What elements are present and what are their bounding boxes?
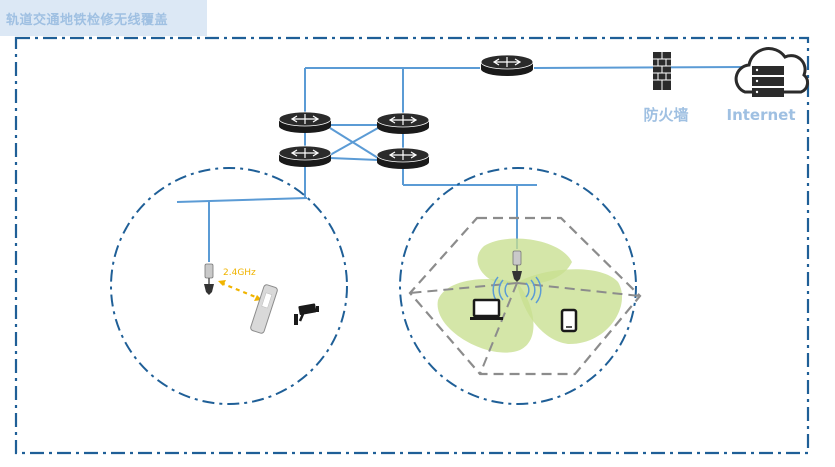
firewall-label: 防火墙 xyxy=(643,106,688,124)
handheld-terminal-icon xyxy=(250,284,278,334)
laptop-icon xyxy=(470,298,503,320)
sector-lines xyxy=(409,282,641,375)
wireless-link xyxy=(220,281,259,300)
core-router-icon xyxy=(480,54,534,77)
diagram-border xyxy=(14,36,810,455)
arrow-icon xyxy=(218,280,226,286)
right-coverage-zone xyxy=(399,167,637,405)
internet-label: Internet xyxy=(726,106,795,124)
frequency-label: 2.4GHz xyxy=(223,268,256,278)
router-icon xyxy=(278,111,332,134)
cloud-server-icon xyxy=(734,47,809,97)
camera-icon xyxy=(294,303,319,325)
left-coverage-zone xyxy=(110,167,348,405)
tablet-icon xyxy=(560,308,578,333)
hexagon-coverage-boundary xyxy=(408,216,642,376)
router-icon xyxy=(376,112,430,135)
title-tab: 轨道交通地铁检修无线覆盖 xyxy=(0,0,207,36)
router-icon xyxy=(376,147,430,170)
router-icon xyxy=(278,145,332,168)
coverage-areas xyxy=(437,238,623,353)
diagram-title: 轨道交通地铁检修无线覆盖 xyxy=(6,13,169,28)
access-point-icon xyxy=(203,263,215,296)
backbone-links xyxy=(304,66,746,198)
firewall-icon xyxy=(653,52,671,90)
left-zone-links xyxy=(176,197,308,262)
